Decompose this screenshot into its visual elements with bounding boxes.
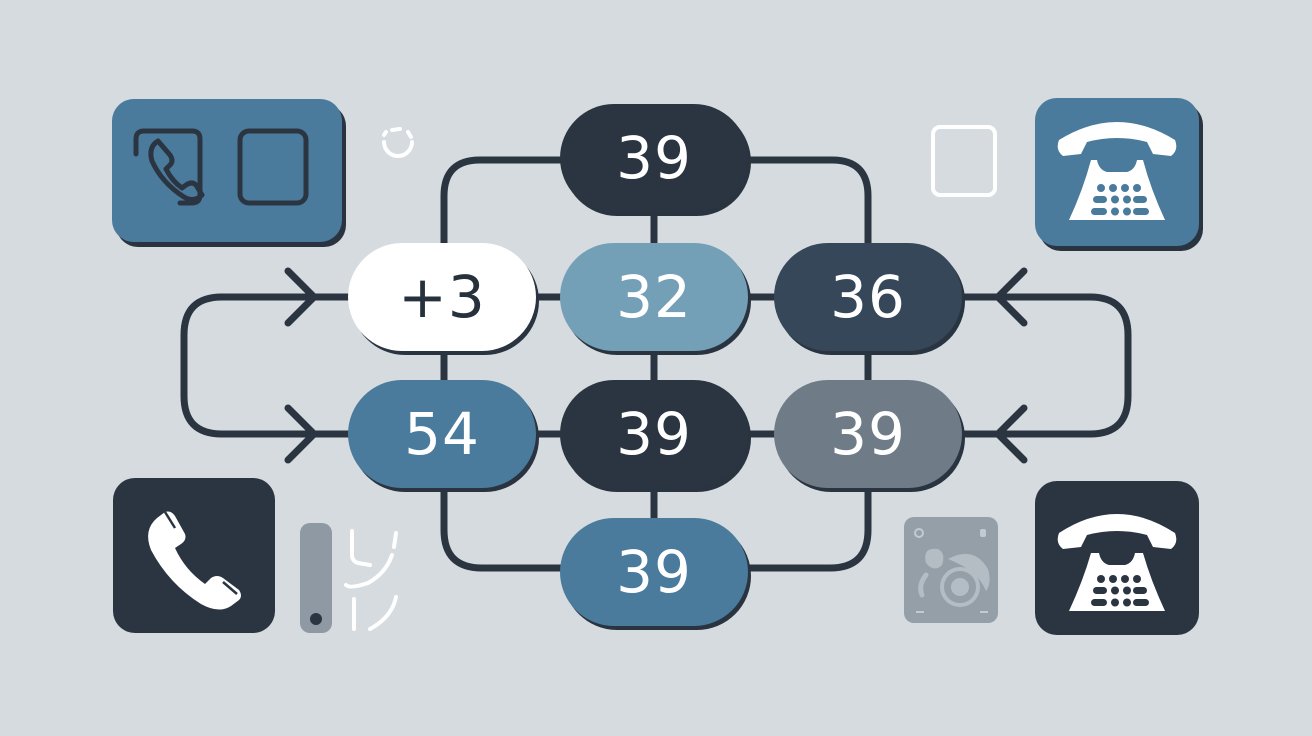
phone-handset-tile[interactable] [113, 478, 275, 633]
node-low-left[interactable]: 54 [348, 380, 536, 488]
node-label: 39 [616, 400, 692, 468]
node-low-center[interactable]: 39 [560, 380, 748, 488]
desk-telephone-icon [1057, 514, 1177, 611]
node-bottom[interactable]: 39 [560, 518, 748, 626]
speaker-device-tile[interactable] [904, 517, 998, 623]
phone-handset-icon [148, 511, 241, 610]
vertical-slider[interactable] [300, 523, 332, 633]
node-mid-center[interactable]: 32 [560, 243, 748, 351]
node-mid-right[interactable]: 36 [774, 243, 962, 351]
phone-card-tile[interactable] [112, 99, 342, 242]
loading-spinner-icon [382, 127, 414, 158]
telephone-tile-bottom[interactable] [1035, 481, 1199, 635]
node-label: 32 [616, 263, 692, 331]
node-low-right[interactable]: 39 [774, 380, 962, 488]
node-label: 39 [616, 124, 692, 192]
squiggle-glyph-icon [344, 529, 398, 631]
node-label: 36 [830, 263, 906, 331]
phone-outline-icon [133, 128, 309, 206]
node-top[interactable]: 39 [560, 104, 748, 212]
node-label: 54 [404, 400, 480, 468]
node-mid-left[interactable]: +3 [348, 243, 536, 351]
node-label: 39 [616, 538, 692, 606]
speaker-icon [914, 528, 990, 613]
square-outline-icon [237, 128, 309, 206]
node-label: 39 [830, 400, 906, 468]
slider-handle-dot[interactable] [310, 613, 322, 625]
empty-square-icon [931, 125, 997, 197]
telephone-tile-top[interactable] [1035, 98, 1199, 246]
desk-telephone-icon [1057, 122, 1177, 220]
node-label: +3 [398, 263, 486, 331]
